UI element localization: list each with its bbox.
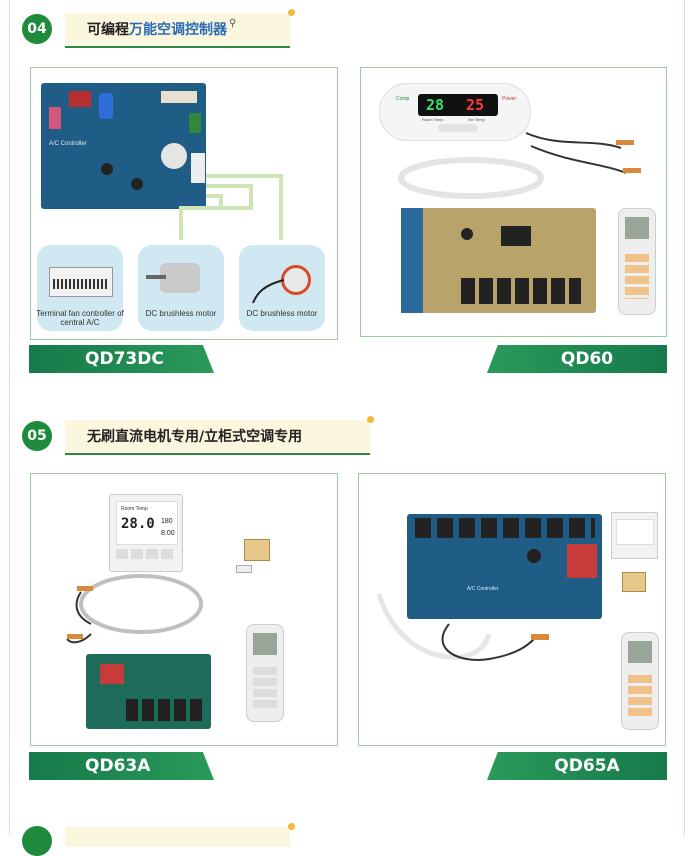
display-room-temp-label: Room Temp	[422, 117, 444, 122]
product-card-qd60[interactable]: 28 25 Comp Power Room Temp Set Temp	[360, 67, 667, 337]
cable-image	[66, 574, 203, 644]
model-label-qd73dc: QD73DC	[29, 345, 214, 373]
product-card-qd65a[interactable]: A/C Controller	[358, 473, 666, 746]
search-icon: ⚲	[229, 17, 237, 29]
display-set-temp-label: Set Temp	[468, 117, 485, 122]
connector-lines	[179, 174, 283, 240]
display-comp-label: Comp	[396, 96, 410, 102]
thermostat-time: 8:00	[161, 530, 175, 537]
section-title-highlight: 万能空调控制器	[129, 22, 227, 38]
caption-fan-controller: Terminal fan controller of central A/C	[36, 309, 124, 327]
section-title-plain: 可编程	[87, 22, 129, 38]
thermostat-image	[611, 512, 658, 559]
product-card-qd73dc[interactable]: A/C Controller Terminal fan controller o…	[30, 67, 338, 340]
model-label-qd65a: QD65A	[487, 752, 667, 780]
caption-dc-motor-2: DC brushless motor	[246, 309, 318, 318]
display-left-value: 28	[426, 96, 445, 114]
title-underline	[65, 46, 290, 48]
thermostat-value: 28.0	[121, 516, 155, 532]
cable-image	[376, 593, 549, 661]
fan-coil-image	[37, 245, 123, 331]
decor-dot	[367, 416, 374, 423]
transformer-image	[236, 539, 286, 574]
dc-motor-image-2	[239, 245, 325, 331]
page-frame	[9, 0, 685, 835]
model-label-qd63a: QD63A	[29, 752, 214, 780]
title-underline	[65, 453, 370, 455]
controller-board-image: A/C Controller	[41, 83, 206, 209]
display-right-value: 25	[466, 96, 485, 114]
cable-image	[398, 132, 641, 199]
thermostat-label: Room Temp	[121, 506, 148, 512]
board-label: A/C Controller	[49, 141, 87, 147]
product-card-qd63a[interactable]: Room Temp 28.0 180 8:00	[30, 473, 338, 746]
remote-control-image	[246, 624, 284, 722]
board-label: A/C Controller	[467, 586, 499, 592]
qd65a-board-image: A/C Controller	[407, 514, 602, 619]
display-panel-image: 28 25 Comp Power Room Temp Set Temp	[379, 83, 531, 141]
decor-dot	[288, 9, 295, 16]
section-title: 可编程万能空调控制器 ⚲	[65, 13, 290, 45]
model-label-qd60: QD60	[487, 345, 667, 373]
qd63a-board-image	[86, 654, 211, 729]
remote-control-image	[618, 208, 656, 315]
display-power-label: Power	[502, 96, 517, 102]
section-number-badge: 04	[22, 14, 52, 44]
dc-motor-image-1	[138, 245, 224, 331]
caption-dc-motor-1: DC brushless motor	[145, 309, 217, 318]
section-number-badge: 05	[22, 421, 52, 451]
thermostat-image: Room Temp 28.0 180 8:00	[109, 494, 183, 572]
thermostat-sub: 180	[161, 518, 173, 525]
section-title: 无刷直流电机专用/立柜式空调专用	[65, 420, 370, 452]
qd60-board-image	[401, 208, 596, 313]
transformer-image	[614, 572, 659, 602]
remote-control-image	[621, 632, 659, 730]
